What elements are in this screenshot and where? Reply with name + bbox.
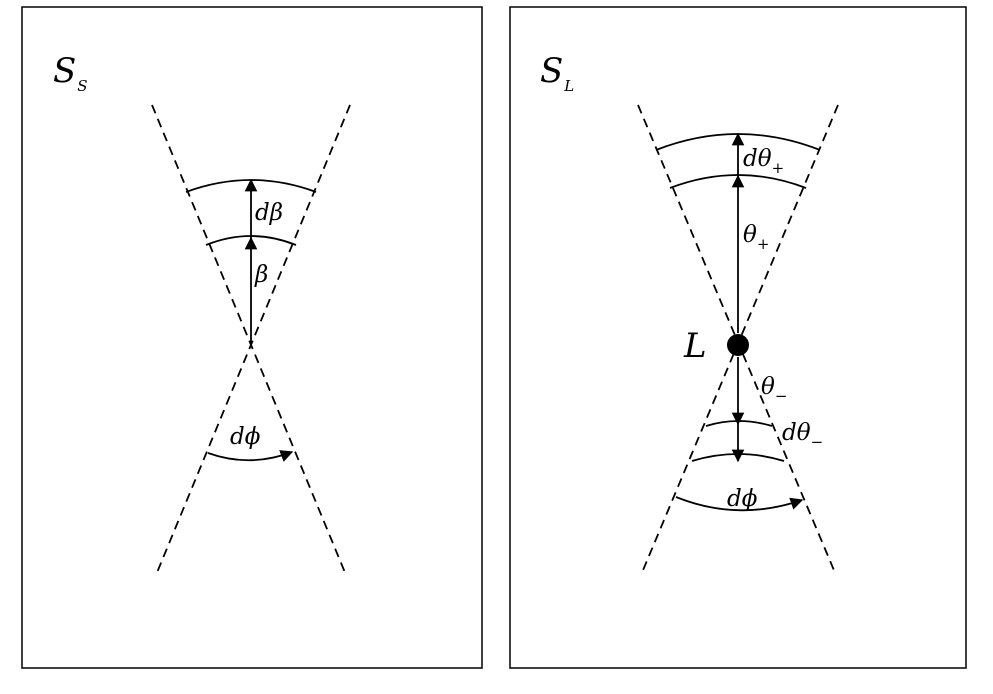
lens-theta-minus-base: θ (761, 374, 775, 400)
lens-dtheta-minus-label: dθ− (782, 420, 823, 451)
panel-lens-plane: SL dθ+ θ+ L θ− dθ− (509, 6, 967, 669)
lens-dphi-arrow (675, 496, 804, 512)
panel-source-title-sub: S (77, 77, 87, 95)
lens-theta-plus-label: θ+ (743, 222, 769, 253)
lens-cone-line-right (640, 104, 839, 576)
panel-lens-title-base: S (540, 51, 563, 91)
lens-theta-minus-sub: − (775, 387, 788, 405)
source-dphi-arrow (207, 450, 294, 462)
source-cone-line-left (151, 104, 347, 576)
panel-lens-title-sub: L (563, 77, 574, 95)
lens-point (727, 334, 749, 356)
lens-theta-plus-base: θ (743, 222, 757, 248)
panel-source-plane: SS dβ β dϕ (21, 6, 483, 669)
lens-theta-plus-sub: + (757, 235, 770, 253)
source-beta-label: β (254, 262, 268, 288)
lens-dtheta-minus-sub: − (811, 433, 824, 451)
lens-point-label: L (683, 326, 707, 366)
panel-source-frame (21, 6, 483, 669)
lens-dtheta-plus-label: dθ+ (743, 146, 784, 177)
lens-dtheta-minus-base: dθ (782, 420, 811, 446)
panel-lens-title: SL (540, 51, 574, 95)
lens-theta-minus-label: θ− (761, 374, 787, 405)
lens-dtheta-plus-base: dθ (743, 146, 772, 172)
source-cone-line-right (155, 104, 351, 576)
lens-dphi-label: dϕ (727, 486, 758, 512)
source-dphi-label: dϕ (230, 424, 261, 450)
panel-source-title-base: S (53, 51, 76, 91)
panel-source-title: SS (53, 51, 88, 95)
lens-dtheta-plus-sub: + (772, 159, 785, 177)
source-dbeta-label: dβ (255, 200, 283, 226)
